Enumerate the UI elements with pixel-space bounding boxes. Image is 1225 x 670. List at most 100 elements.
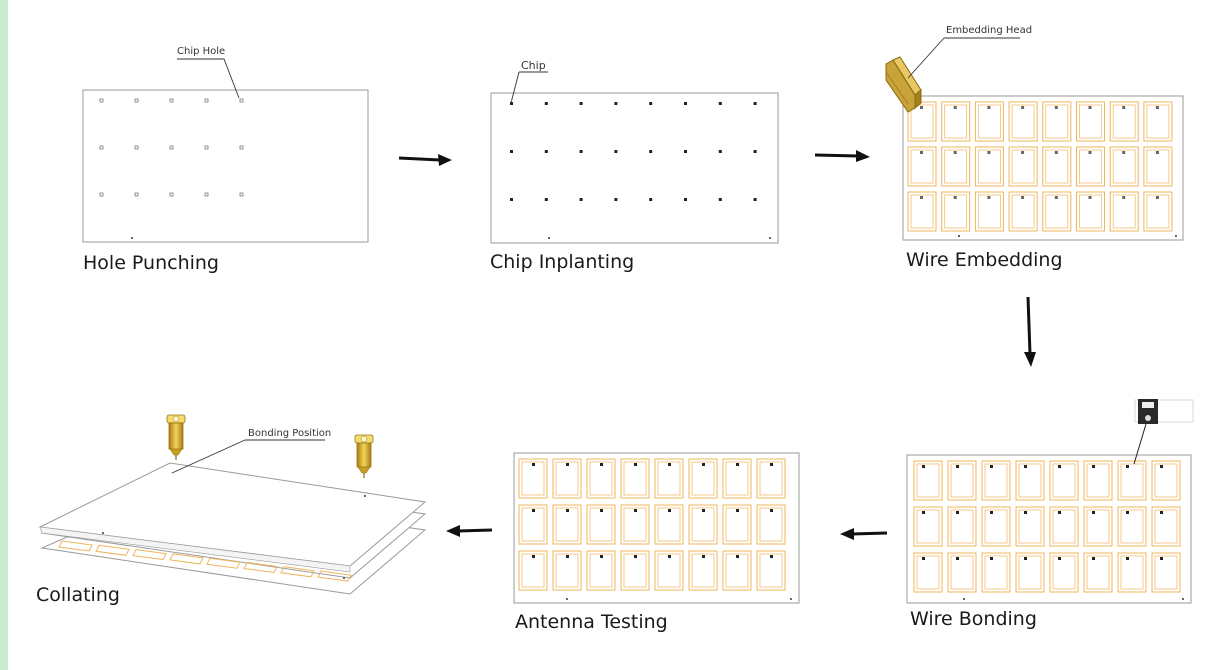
chip	[956, 511, 959, 514]
callout-leaders	[171, 37, 1020, 474]
chip-hole	[134, 145, 139, 150]
chip	[990, 511, 993, 514]
antenna-coil	[1008, 146, 1038, 187]
chip	[770, 555, 773, 558]
chip	[634, 463, 637, 466]
chip	[990, 557, 993, 560]
chip	[920, 196, 923, 199]
antenna-coil	[947, 460, 977, 501]
chip	[922, 465, 925, 468]
antenna-coil-inner	[521, 553, 545, 588]
stage-label-wire-bonding: Wire Bonding	[910, 608, 1037, 630]
chip-hole	[239, 98, 244, 103]
arrow-right-2	[814, 150, 870, 162]
chip	[1088, 196, 1092, 199]
chip-hole	[169, 192, 174, 197]
antenna-coil	[688, 504, 718, 545]
stack-antenna-coil	[58, 540, 93, 552]
antenna-coil	[756, 458, 786, 499]
embedding-head-icon	[885, 56, 922, 113]
antenna-coil	[1143, 191, 1173, 232]
antenna-coil-inner	[944, 149, 968, 184]
antenna-coil-inner	[1086, 463, 1110, 498]
antenna-coil	[688, 458, 718, 499]
chip	[1058, 465, 1061, 468]
antenna-coil	[947, 506, 977, 547]
antenna-coil	[913, 552, 943, 593]
chip	[649, 150, 653, 153]
arrow-down	[1024, 296, 1036, 367]
antenna-coil	[1117, 460, 1147, 501]
antenna-coil-inner	[1086, 555, 1110, 590]
antenna-coil-inner	[950, 509, 974, 544]
antenna-coil	[1015, 506, 1045, 547]
stack-antenna-coil	[317, 570, 352, 582]
antenna-coil	[620, 504, 650, 545]
callout-bonding-position: Bonding Position	[248, 428, 332, 439]
stage-label-antenna-testing: Antenna Testing	[515, 611, 668, 633]
antenna-coil	[1143, 146, 1173, 187]
chip-hole	[169, 145, 174, 150]
chip	[600, 509, 603, 512]
antenna-coil	[518, 504, 548, 545]
bonding-tool-icon	[1133, 399, 1194, 465]
antenna-coil-inner	[984, 509, 1008, 544]
antenna-coil-inner	[725, 553, 749, 588]
antenna-coil	[1015, 460, 1045, 501]
chip	[1155, 106, 1159, 109]
chip	[649, 102, 653, 105]
chip-hole	[204, 145, 209, 150]
antenna-coil	[1151, 552, 1181, 593]
antenna-coil-inner	[555, 507, 579, 542]
chip	[736, 463, 739, 466]
chip	[614, 102, 618, 105]
antenna-coil-inner	[589, 553, 613, 588]
antenna-coil	[552, 550, 582, 591]
antenna-coil-inner	[521, 507, 545, 542]
antenna-coil	[1008, 101, 1038, 142]
antenna-coil	[586, 458, 616, 499]
antenna-coil	[1117, 506, 1147, 547]
chip	[987, 106, 991, 109]
antenna-coil	[1083, 552, 1113, 593]
chip-hole	[169, 98, 174, 103]
chip	[668, 555, 671, 558]
chip-hole	[204, 192, 209, 197]
chip	[600, 555, 603, 558]
antenna-coil-inner	[950, 555, 974, 590]
chip	[718, 102, 722, 105]
antenna-coil	[974, 191, 1004, 232]
chip	[1122, 106, 1126, 109]
arrow-left-1	[840, 528, 888, 540]
antenna-coil	[981, 506, 1011, 547]
chip	[956, 465, 959, 468]
chip	[566, 509, 569, 512]
chip	[1126, 511, 1129, 514]
chip	[614, 198, 618, 201]
antenna-coil-inner	[984, 555, 1008, 590]
chip	[702, 555, 705, 558]
chip	[702, 509, 705, 512]
chip	[1021, 106, 1025, 109]
antenna-coil-inner	[910, 104, 934, 139]
antenna-coil	[1109, 146, 1139, 187]
chip	[1092, 511, 1095, 514]
sheet-hole-punching	[82, 89, 369, 243]
chip	[1024, 511, 1027, 514]
chip	[684, 198, 687, 201]
antenna-coil	[552, 458, 582, 499]
antenna-coil	[913, 460, 943, 501]
chip	[956, 557, 959, 560]
chip	[510, 102, 513, 105]
antenna-coil-inner	[978, 194, 1001, 229]
antenna-coil	[552, 504, 582, 545]
antenna-coil	[974, 146, 1004, 187]
chip	[1092, 557, 1095, 560]
antenna-coil	[941, 146, 971, 187]
antenna-coil-inner	[984, 463, 1008, 498]
chip	[1054, 151, 1058, 154]
antenna-coil-inner	[1079, 194, 1102, 229]
antenna-coil-inner	[1112, 149, 1136, 184]
chip	[668, 509, 671, 512]
chip	[1054, 106, 1058, 109]
